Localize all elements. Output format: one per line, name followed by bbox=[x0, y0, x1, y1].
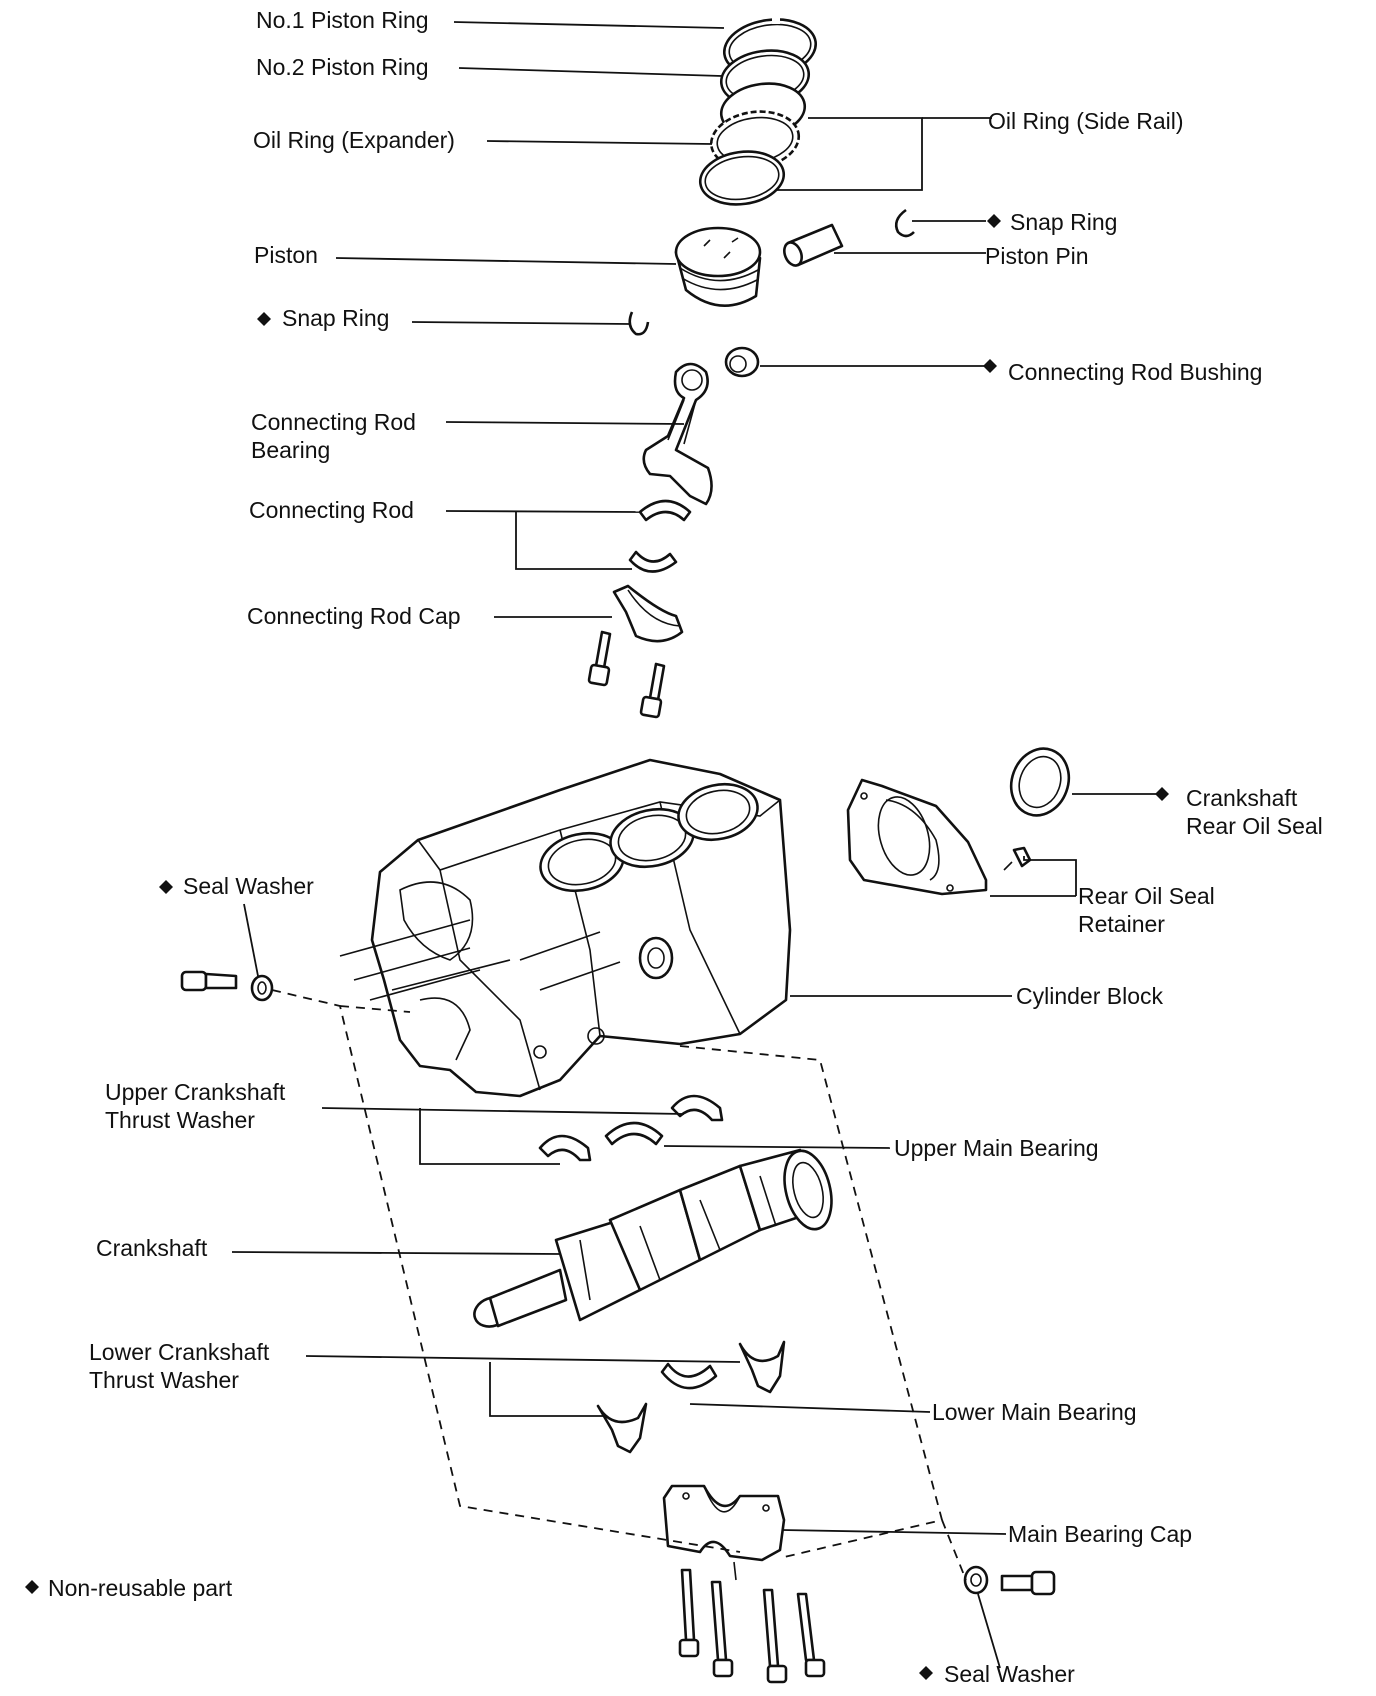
label-main-bearing-cap: Main Bearing Cap bbox=[1008, 1521, 1192, 1547]
diamond-bushing bbox=[983, 359, 997, 373]
cylinder-block bbox=[339, 758, 792, 1098]
main-bearing-cap-side-bolt bbox=[1000, 1570, 1056, 1596]
label-lower-main-bearing: Lower Main Bearing bbox=[932, 1399, 1137, 1425]
snap-ring-left bbox=[628, 311, 650, 336]
alignment-lines bbox=[271, 989, 967, 1581]
main-bearing-cap-bolts bbox=[678, 1568, 826, 1684]
label-connecting-rod-bearing-1: Connecting Rod bbox=[251, 409, 416, 435]
upper-main-bearing bbox=[604, 1121, 664, 1146]
label-seal-washer-top: Seal Washer bbox=[183, 873, 314, 899]
label-rear-oil-seal-retainer-1: Rear Oil Seal bbox=[1078, 883, 1215, 909]
lower-main-bearing bbox=[660, 1362, 718, 1390]
label-snap-ring-right: Snap Ring bbox=[1010, 209, 1117, 235]
label-no2-piston-ring: No.2 Piston Ring bbox=[256, 54, 429, 80]
non-reusable-markers bbox=[25, 214, 1169, 1680]
snap-ring-right bbox=[894, 208, 915, 238]
label-crankshaft-rear-oil-seal-2: Rear Oil Seal bbox=[1186, 813, 1323, 839]
label-seal-washer-bottom: Seal Washer bbox=[944, 1661, 1075, 1687]
rear-oil-seal-retainer bbox=[846, 778, 988, 896]
connecting-rod bbox=[642, 362, 713, 506]
label-connecting-rod-cap: Connecting Rod Cap bbox=[247, 603, 461, 629]
label-oil-ring-side-rail: Oil Ring (Side Rail) bbox=[988, 108, 1184, 134]
label-piston-pin: Piston Pin bbox=[985, 243, 1089, 269]
label-crankshaft: Crankshaft bbox=[96, 1235, 208, 1261]
oil-ring-side-rail-lower bbox=[698, 150, 786, 206]
piston-pin bbox=[783, 223, 844, 267]
label-crankshaft-rear-oil-seal-1: Crankshaft bbox=[1186, 785, 1298, 811]
lower-thrust-washer bbox=[596, 1340, 786, 1454]
crankshaft bbox=[473, 1148, 833, 1328]
label-snap-ring-left: Snap Ring bbox=[282, 305, 389, 331]
legend-non-reusable-part: Non-reusable part bbox=[48, 1575, 233, 1601]
diamond-seal-washer-bottom bbox=[919, 1666, 933, 1680]
diamond-snap-ring-right bbox=[987, 214, 1001, 228]
label-rear-oil-seal-retainer-2: Retainer bbox=[1078, 911, 1165, 937]
label-no1-piston-ring: No.1 Piston Ring bbox=[256, 7, 429, 33]
piston bbox=[674, 226, 762, 307]
cylinder-block-bolt bbox=[180, 970, 238, 992]
label-upper-thrust-washer-1: Upper Crankshaft bbox=[105, 1079, 286, 1105]
label-connecting-rod-bushing: Connecting Rod Bushing bbox=[1008, 359, 1262, 385]
connecting-rod-bearing bbox=[628, 499, 692, 573]
diamond-legend bbox=[25, 1580, 39, 1594]
diamond-rear-oil-seal bbox=[1155, 787, 1169, 801]
upper-thrust-washer bbox=[538, 1094, 724, 1162]
label-upper-main-bearing: Upper Main Bearing bbox=[894, 1135, 1099, 1161]
connecting-rod-cap bbox=[612, 584, 684, 643]
label-oil-ring-expander: Oil Ring (Expander) bbox=[253, 127, 455, 153]
connecting-rod-bushing bbox=[724, 346, 760, 378]
main-bearing-cap bbox=[662, 1484, 786, 1581]
label-connecting-rod-bearing-2: Bearing bbox=[251, 437, 330, 463]
diamond-seal-washer-top bbox=[159, 880, 173, 894]
label-cylinder-block: Cylinder Block bbox=[1016, 983, 1163, 1009]
seal-washer-bottom bbox=[963, 1565, 989, 1595]
connecting-rod-bolts bbox=[587, 630, 666, 719]
label-upper-thrust-washer-2: Thrust Washer bbox=[105, 1107, 255, 1133]
leader-lines bbox=[231, 21, 1160, 1669]
part-labels: No.1 Piston Ring No.2 Piston Ring Oil Ri… bbox=[48, 7, 1323, 1687]
retainer-bolt bbox=[1003, 846, 1032, 871]
label-lower-thrust-washer-2: Thrust Washer bbox=[89, 1367, 239, 1393]
seal-washer-top bbox=[250, 974, 274, 1002]
label-lower-thrust-washer-1: Lower Crankshaft bbox=[89, 1339, 270, 1365]
label-piston: Piston bbox=[254, 242, 318, 268]
crankshaft-rear-oil-seal bbox=[1009, 747, 1071, 817]
label-connecting-rod: Connecting Rod bbox=[249, 497, 414, 523]
diamond-snap-ring-left bbox=[257, 312, 271, 326]
